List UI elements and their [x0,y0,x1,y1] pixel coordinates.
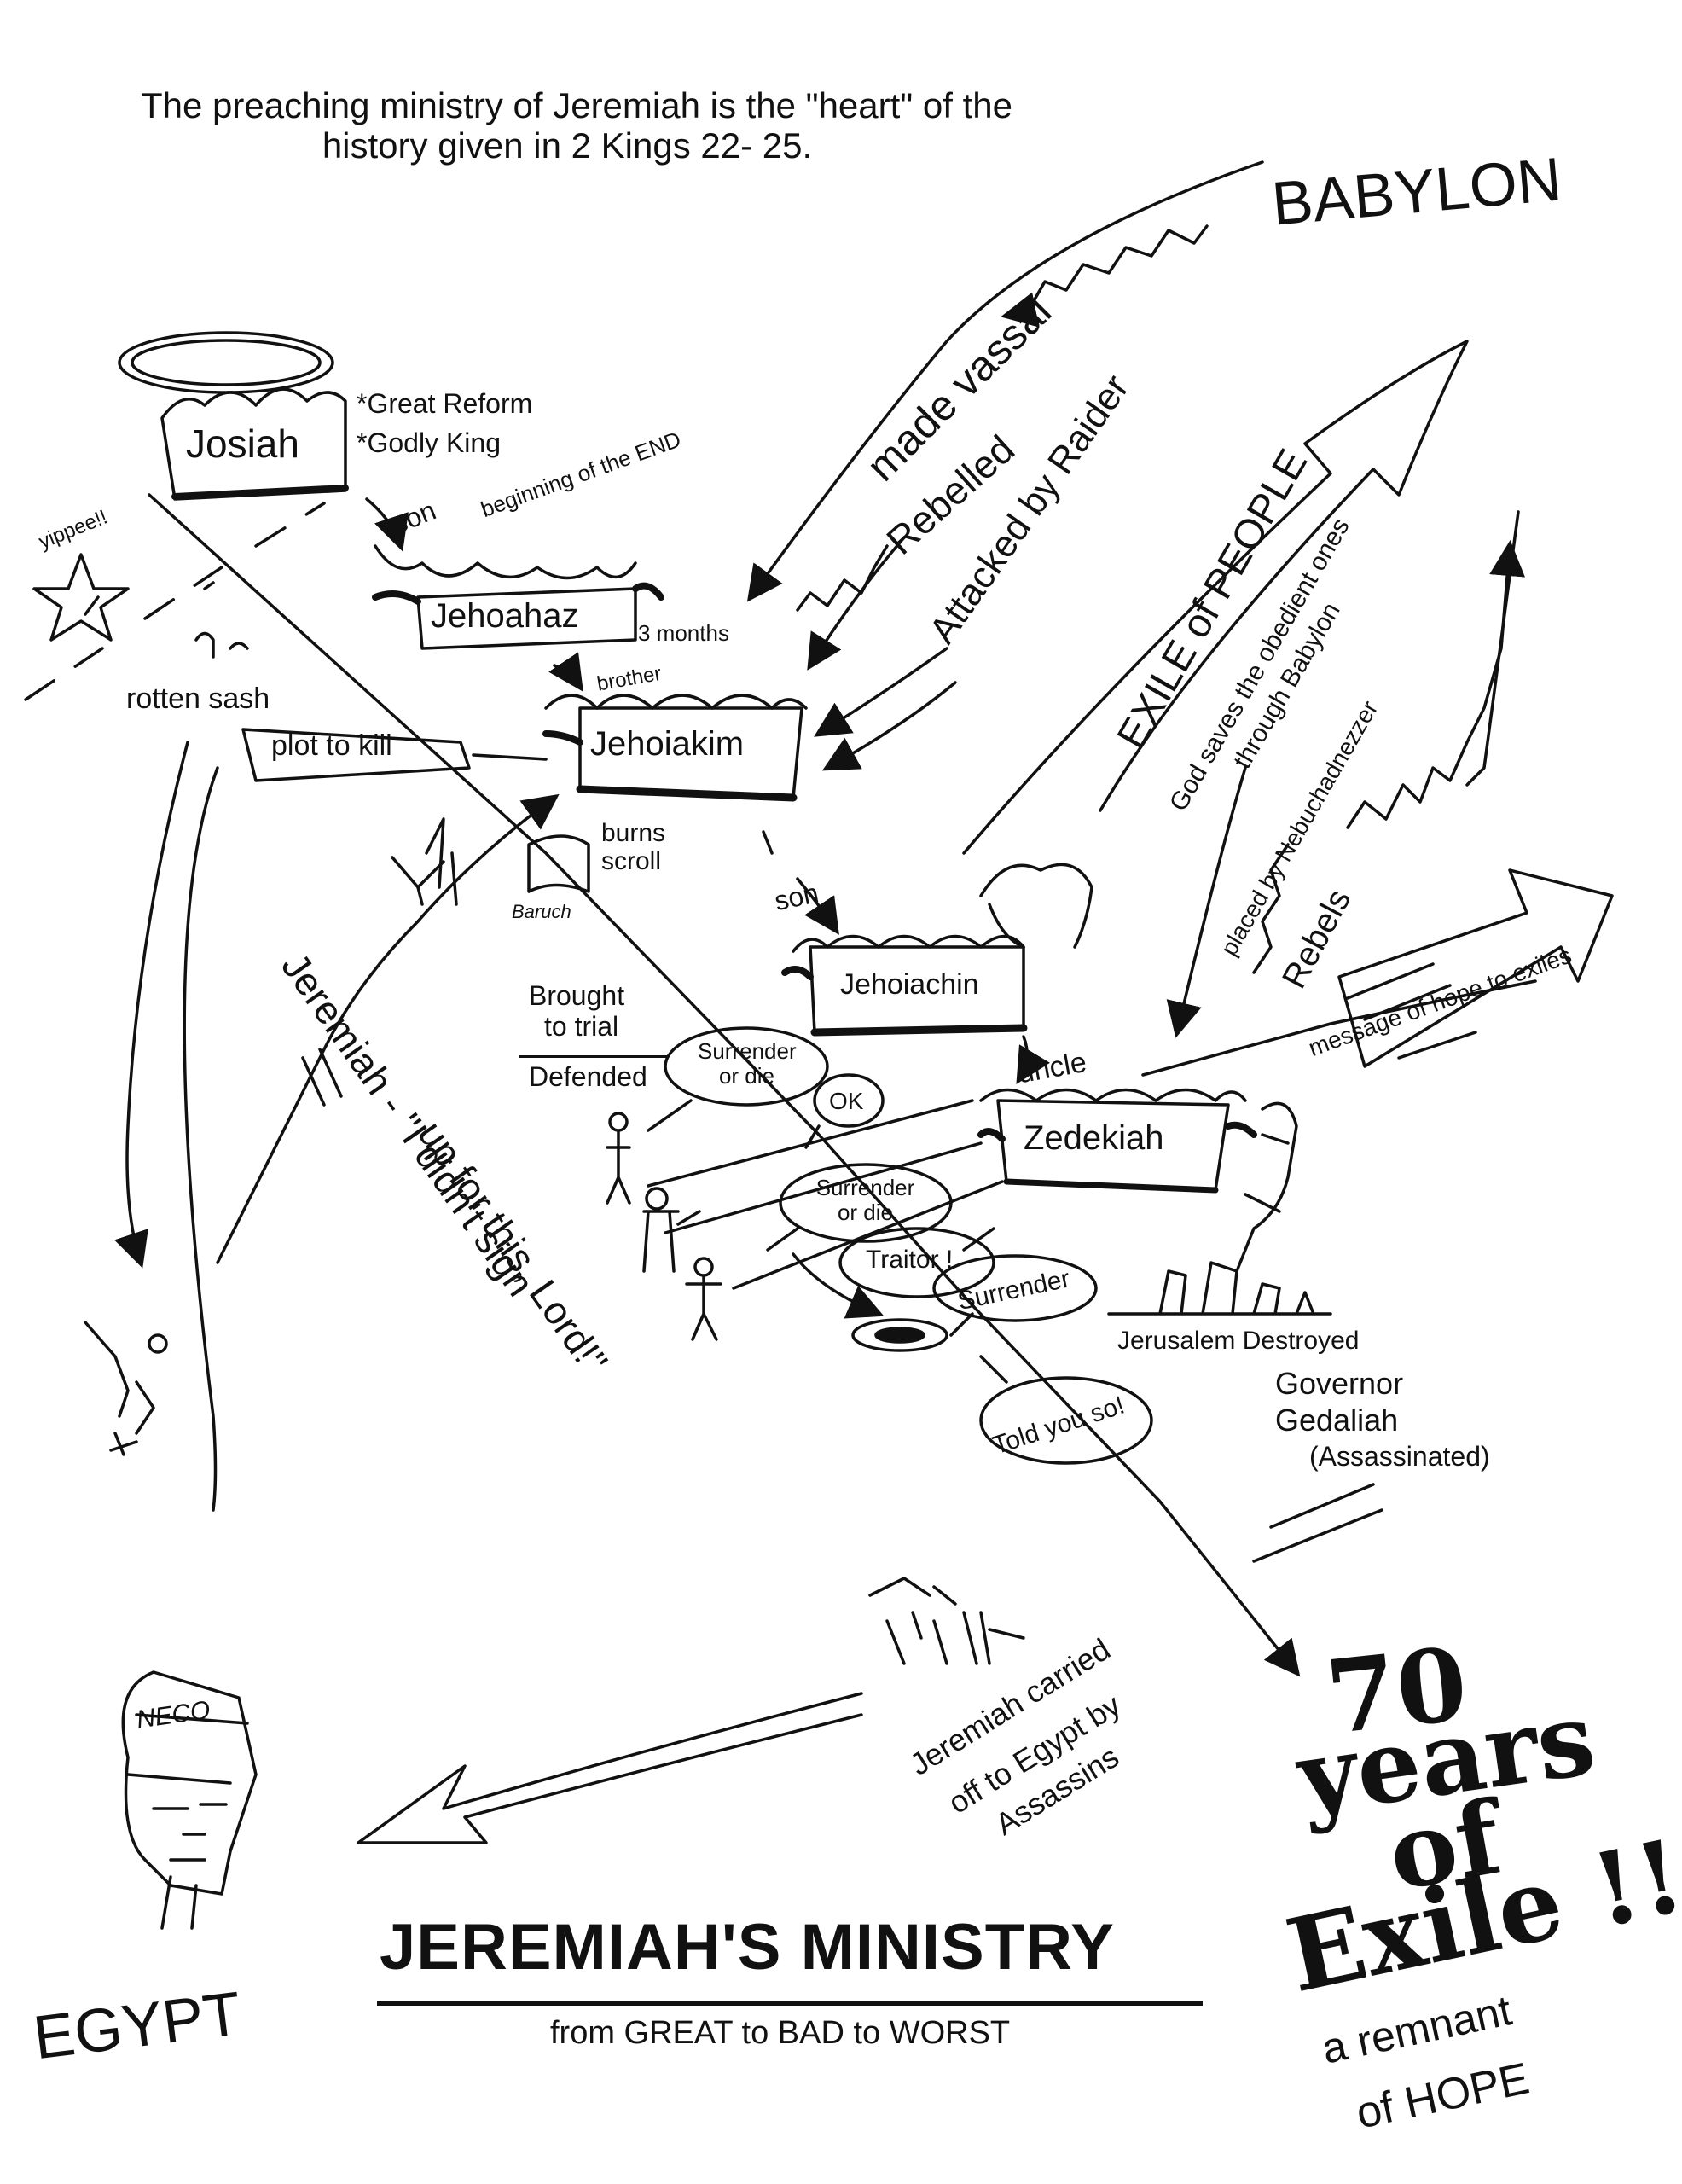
figure-standing-2 [642,1187,701,1273]
king-jehoiakim: Jehoiakim [590,725,745,763]
exile-big-arrow [962,340,1469,855]
arrow-uncle [1016,1035,1051,1085]
label-defended: Defended [529,1061,647,1092]
rebels-squiggle [1252,843,1290,974]
jehoahaz-crown [372,544,664,650]
bubble-surrender-die-2 [779,1163,953,1243]
figure-falling [84,1321,168,1456]
rebelled-squiggle [796,544,889,612]
bubble-2-line-1: Surrender [815,1175,915,1200]
label-jerusalem-destroyed: Jerusalem Destroyed [1117,1327,1360,1355]
bubble-ok [813,1073,884,1128]
hash-mark [301,1048,343,1107]
figures-carried [868,1577,1025,1665]
figure-rocks [194,631,249,659]
label-gedaliah: Gedaliah [1275,1403,1399,1438]
bubble-1-text: Surrender or die [698,1038,797,1089]
arrow-raider-2 [821,681,957,771]
arrow-to-egypt [357,1692,863,1844]
label-plot-to-kill: plot to kill [271,729,392,762]
figure-jeremiah-in-cistern [979,863,1093,949]
curve-down-left [114,741,189,1269]
arrow-son-1 [365,497,409,552]
arrow-to-pit [792,1252,884,1319]
hope-scribbles [1346,962,1477,1060]
label-brought: Brought [529,980,625,1011]
trial-divider [519,1055,668,1058]
line-zedekiah-person-2 [664,1141,983,1234]
jehoiakim-crown [542,694,808,802]
arrow-raider-1 [814,647,948,737]
bubble-surrender [932,1254,1098,1322]
bubble-told [979,1376,1153,1465]
zedekiah-to-hope [1141,979,1537,1077]
josiah-note-godly: *Godly King [357,427,501,458]
nebuchadnezzer-squiggle [1346,540,1526,829]
figure-yippee-star [32,553,130,642]
bubble-traitor [838,1227,995,1298]
pharaoh-head [121,1670,258,1930]
hope-arrow [1337,868,1614,1068]
arrow-to-jehoiakim [416,793,560,923]
figure-baruch-writer [391,817,458,906]
intro-line-1: The preaching ministry of Jeremiah is th… [141,85,1012,125]
arrow-brother [548,652,583,692]
king-zedekiah: Zedekiah [1024,1119,1164,1157]
bubble-traitor-text: Traitor ! [866,1246,954,1274]
josiah-crown [118,331,349,501]
dash-lines-gedaliah [1252,1483,1383,1563]
footer-subtitle: from GREAT to BAD to WORST [550,2015,1011,2051]
bubble-2-line-2: or die [837,1199,894,1226]
bubble-1-line-1: Surrender [698,1038,797,1064]
label-rotten-sash: rotten sash [126,682,270,715]
arrow-raider-3 [807,536,906,671]
plot-sign [241,728,471,782]
intro-line-2: history given in 2 Kings 22- 25. [322,125,813,166]
label-scroll: scroll [601,847,662,875]
bubble-ok-text: OK [829,1088,864,1114]
bubble-1-line-2: or die [718,1063,775,1089]
zedekiah-crown [977,1088,1257,1194]
label-burns: burns [601,819,666,847]
bubble-2-text: Surrender or die [812,1175,919,1226]
josiah-note-reform: *Great Reform [357,388,533,419]
jerusalem-rubble [1107,1101,1332,1316]
label-governor: Governor [1275,1366,1404,1401]
label-to-trial: to trial [544,1011,619,1042]
placed-arrow [1166,766,1247,1038]
relation-3-months: 3 months [638,620,729,646]
baruch-scroll [527,834,590,893]
plot-line [472,753,548,761]
label-assassinated: (Assassinated) [1309,1441,1490,1472]
king-josiah: Josiah [186,421,299,466]
intro-text: The preaching ministry of Jeremiah is th… [141,85,1012,166]
arrow-rebelled [1000,224,1209,328]
curve-left-bottom [183,766,219,1512]
label-baruch: Baruch [512,901,571,922]
arrow-son-2 [762,830,836,930]
bubble-surrender-die-1 [664,1026,829,1107]
figure-standing-3 [685,1257,722,1341]
timeline-line [148,493,1301,1677]
figure-standing-1 [606,1112,631,1205]
footer-title: JEREMIAH'S MINISTRY [380,1911,1115,1984]
arrow-made-vassal [746,160,1264,602]
king-jehoiachin: Jehoiachin [840,968,979,1001]
cistern-pit [851,1318,948,1352]
footer-title-underline [377,2001,1203,2006]
king-jehoahaz: Jehoahaz [431,597,579,635]
